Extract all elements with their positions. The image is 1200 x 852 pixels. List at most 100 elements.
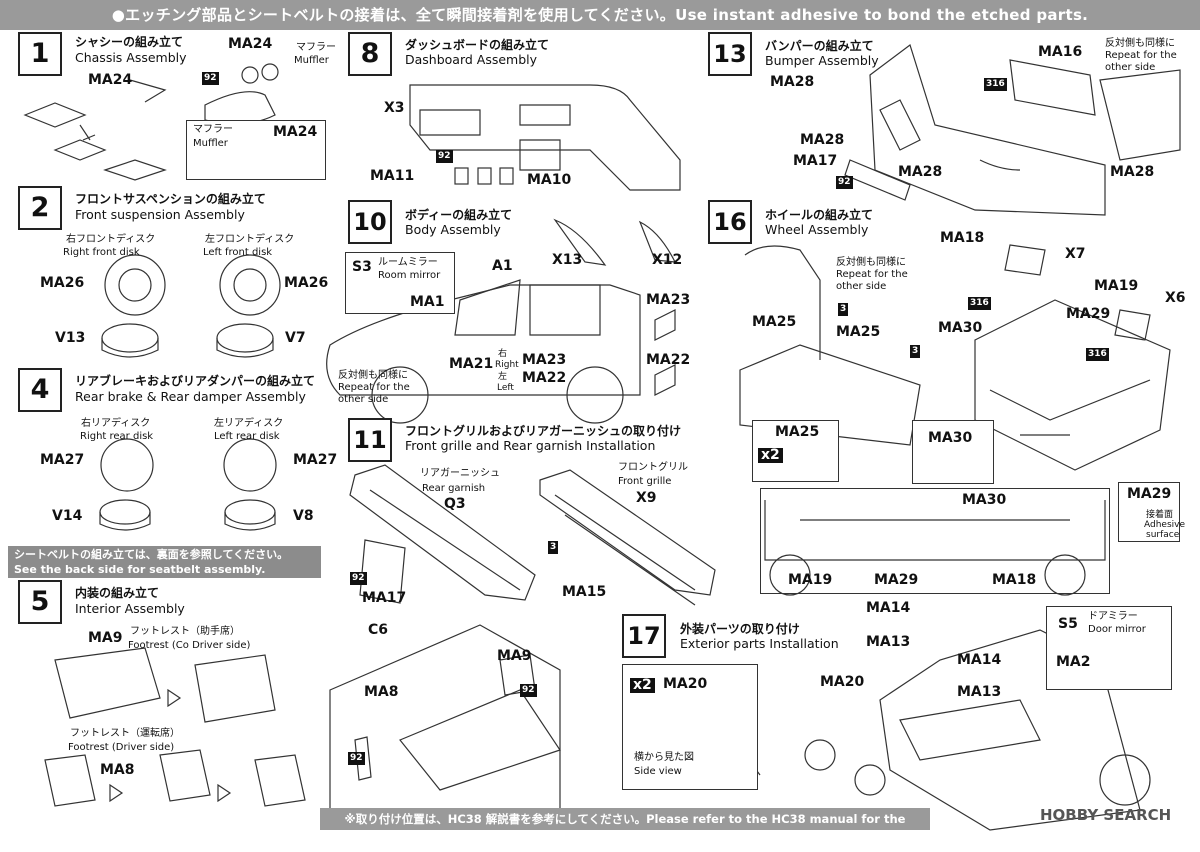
s17-ma20-b: MA20 bbox=[820, 674, 865, 690]
s10-x13: X13 bbox=[552, 252, 583, 268]
s1-ma24-a: MA24 bbox=[228, 36, 273, 52]
s10-ma23-b: MA23 bbox=[522, 352, 567, 368]
step-13-number: 13 bbox=[708, 32, 752, 76]
s16-ma25-b: MA25 bbox=[836, 324, 881, 340]
s16-adh-en1: Adhesive bbox=[1144, 520, 1186, 530]
s5-fr-dr-jp: フットレスト（運転席） bbox=[70, 728, 180, 739]
s11-badge-92: 92 bbox=[350, 572, 367, 585]
step-4-number: 4 bbox=[18, 368, 62, 412]
s16-ma25-a: MA25 bbox=[752, 314, 797, 330]
s16-ma29: MA29 bbox=[1066, 306, 1111, 322]
s17-ma14-a: MA14 bbox=[866, 600, 911, 616]
step-5-number: 5 bbox=[18, 580, 62, 624]
s11-x9: X9 bbox=[636, 490, 657, 506]
s16-ma29-b: MA29 bbox=[874, 572, 919, 588]
s10-right-en: Right bbox=[495, 360, 519, 370]
s4-v14: V14 bbox=[52, 508, 83, 524]
s17-door-mirror-box bbox=[1046, 606, 1172, 690]
s4-lr-jp: 左リアディスク bbox=[214, 418, 284, 429]
watermark: HOBBY SEARCH bbox=[1040, 806, 1172, 824]
step-2-title-en: Front suspension Assembly bbox=[75, 207, 245, 222]
s11-fg-en: Front grille bbox=[618, 476, 672, 487]
s13-rep-en2: other side bbox=[1105, 62, 1156, 73]
s1-muffler-en2: Muffler bbox=[193, 138, 228, 149]
s1-ma24-b: MA24 bbox=[88, 72, 133, 88]
step-17-title-en: Exterior parts Installation bbox=[680, 636, 839, 651]
instruction-drawings bbox=[23, 44, 1181, 831]
s2-v13: V13 bbox=[55, 330, 86, 346]
s10-s3: S3 bbox=[352, 259, 372, 275]
s11-rg-en: Rear garnish bbox=[422, 483, 486, 494]
step-10-number: 10 bbox=[348, 200, 392, 244]
s16-ma19-b: MA19 bbox=[788, 572, 833, 588]
s16-rep-en2: other side bbox=[836, 281, 887, 292]
s16-x6: X6 bbox=[1165, 290, 1186, 306]
s5-ma9-a: MA9 bbox=[88, 630, 123, 646]
s11-ma15: MA15 bbox=[562, 584, 607, 600]
step-5-title-jp: 内装の組み立て bbox=[75, 586, 160, 600]
s5-fr-dr-en: Footrest (Driver side) bbox=[68, 742, 175, 753]
s16-x7: X7 bbox=[1065, 246, 1086, 262]
s10-a1: A1 bbox=[492, 258, 513, 274]
step-17-number: 17 bbox=[622, 614, 666, 658]
step-10-title-jp: ボディーの組み立て bbox=[405, 208, 513, 222]
s2-ma26-b: MA26 bbox=[284, 275, 329, 291]
s5-badge-92-a: 92 bbox=[520, 684, 537, 697]
step-4-title-jp: リアブレーキおよびリアダンパーの組み立て bbox=[75, 374, 316, 388]
step-10-title-en: Body Assembly bbox=[405, 222, 501, 237]
chassis-drawing bbox=[23, 63, 279, 181]
s17-x2-badge: x2 bbox=[630, 678, 655, 693]
step-1-title-en: Chassis Assembly bbox=[75, 50, 187, 65]
s8-ma10: MA10 bbox=[527, 172, 572, 188]
s16-ma30-c: MA30 bbox=[962, 492, 1007, 508]
step-1-title-jp: シャシーの組み立て bbox=[75, 35, 184, 49]
s17-side-en: Side view bbox=[634, 766, 682, 777]
s10-x12: X12 bbox=[652, 252, 683, 268]
s13-rep-en1: Repeat for the bbox=[1105, 50, 1177, 61]
s4-rr-jp: 右リアディスク bbox=[81, 418, 151, 429]
s2-lf-en: Left front disk bbox=[203, 247, 273, 258]
footrest-drawing bbox=[44, 647, 306, 807]
s11-rg-jp: リアガーニッシュ bbox=[420, 468, 500, 479]
s16-badge-3-a: 3 bbox=[838, 303, 849, 316]
s1-muffler-jp2: マフラー bbox=[193, 124, 233, 135]
s10-rm-jp: ルームミラー bbox=[378, 257, 438, 268]
s13-badge-92: 92 bbox=[836, 176, 853, 189]
s16-rep-en1: Repeat for the bbox=[836, 269, 908, 280]
s13-badge-316: 316 bbox=[984, 78, 1007, 91]
s10-rep-en1: Repeat for the bbox=[338, 382, 410, 393]
s4-lr-en: Left rear disk bbox=[214, 431, 280, 442]
rear-disc-drawing bbox=[99, 438, 277, 531]
step-16-title-en: Wheel Assembly bbox=[765, 222, 869, 237]
s16-x2-badge: x2 bbox=[758, 448, 783, 463]
s13-ma28-a: MA28 bbox=[770, 74, 815, 90]
s11-ma17: MA17 bbox=[362, 590, 407, 606]
s4-v8: V8 bbox=[293, 508, 314, 524]
s1-ma24-c: MA24 bbox=[273, 124, 318, 140]
s10-ma21: MA21 bbox=[449, 356, 494, 372]
s17-ma14-b: MA14 bbox=[957, 652, 1002, 668]
step-13-title-en: Bumper Assembly bbox=[765, 53, 879, 68]
s16-ma18: MA18 bbox=[940, 230, 985, 246]
s5-fr-co-jp: フットレスト（助手席） bbox=[130, 626, 240, 637]
step-11-title-jp: フロントグリルおよびリアガーニッシュの取り付け bbox=[405, 424, 682, 438]
s2-rf-jp: 右フロントディスク bbox=[66, 234, 156, 245]
s1-muffler-detail-box bbox=[186, 120, 326, 180]
s10-room-mirror-box bbox=[345, 252, 455, 314]
s16-ma25-c: MA25 bbox=[775, 424, 820, 440]
step-2-title-jp: フロントサスペンションの組み立て bbox=[75, 192, 266, 206]
s10-ma22-b: MA22 bbox=[522, 370, 567, 386]
s8-ma11: MA11 bbox=[370, 168, 415, 184]
s17-dm-en: Door mirror bbox=[1088, 624, 1146, 635]
step-4-title-en: Rear brake & Rear damper Assembly bbox=[75, 389, 306, 404]
s17-ma13-a: MA13 bbox=[866, 634, 911, 650]
body-drawing bbox=[326, 218, 677, 424]
step-2-number: 2 bbox=[18, 186, 62, 230]
s5-fr-co-en: Footrest (Co Driver side) bbox=[128, 640, 251, 651]
s16-rep-jp: 反対側も同様に bbox=[836, 257, 906, 268]
s8-badge-92: 92 bbox=[436, 150, 453, 163]
step-8-title-jp: ダッシュボードの組み立て bbox=[405, 38, 550, 52]
bumper-drawing bbox=[844, 44, 1181, 216]
step-17-title-jp: 外装パーツの取り付け bbox=[680, 622, 800, 636]
s16-ma30-b: MA30 bbox=[928, 430, 973, 446]
